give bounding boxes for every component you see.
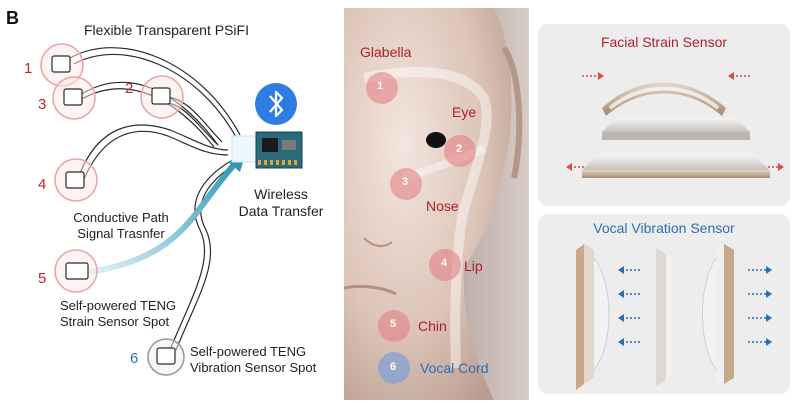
panel-label: B xyxy=(6,8,19,28)
strain-spot-label: Self-powered TENG Strain Sensor Spot xyxy=(60,298,176,330)
conductive-path-label: Conductive Path Signal Trasnfer xyxy=(56,210,186,242)
spot-number-4: 4 xyxy=(38,176,47,193)
face-number-4: 4 xyxy=(441,257,448,269)
face-number-1: 1 xyxy=(377,80,384,92)
conductive-line-1: Conductive Path xyxy=(73,210,169,225)
face-number-3: 3 xyxy=(402,176,409,188)
face-number-5: 5 xyxy=(390,318,397,330)
chin-label: Chin xyxy=(418,318,447,334)
signal-flow-path xyxy=(87,157,241,275)
vibration-line-1: Self-powered TENG xyxy=(190,344,307,359)
face-number-2: 2 xyxy=(456,143,463,155)
spot-number-1: 1 xyxy=(24,60,33,77)
lip-label: Lip xyxy=(464,258,483,274)
sensor-schematic xyxy=(40,43,303,376)
spot-number-5: 5 xyxy=(38,270,47,287)
strain-line-2: Strain Sensor Spot xyxy=(60,314,170,329)
spot-number-6: 6 xyxy=(130,350,139,367)
facial-strain-title: Facial Strain Sensor xyxy=(600,34,728,50)
face-spots xyxy=(366,72,476,384)
vibration-spot-label: Self-powered TENG Vibration Sensor Spot xyxy=(190,344,316,376)
spot-number-2: 2 xyxy=(125,80,134,97)
vibration-line-2: Vibration Sensor Spot xyxy=(190,360,317,375)
connector-hub xyxy=(231,135,257,163)
vocal-vibration-title: Vocal Vibration Sensor xyxy=(593,220,735,236)
conductive-line-2: Signal Trasnfer xyxy=(77,226,165,241)
glabella-label: Glabella xyxy=(360,44,412,60)
spot-number-3: 3 xyxy=(38,96,47,113)
vocal-cord-label: Vocal Cord xyxy=(420,360,489,376)
wireless-label: Wireless Data Transfer xyxy=(228,186,334,220)
eye-label: Eye xyxy=(452,104,477,120)
nose-label: Nose xyxy=(426,198,459,214)
vocal-vibration-illustration xyxy=(576,244,772,390)
strain-line-1: Self-powered TENG xyxy=(60,298,177,313)
wireless-line-1: Wireless xyxy=(254,186,308,202)
face-image xyxy=(344,8,529,400)
psifi-title: Flexible Transparent PSiFI xyxy=(84,22,249,38)
bluetooth-icon xyxy=(255,83,297,125)
facial-strain-illustration xyxy=(566,72,784,178)
wireless-line-2: Data Transfer xyxy=(238,203,324,219)
face-number-6: 6 xyxy=(390,361,397,373)
